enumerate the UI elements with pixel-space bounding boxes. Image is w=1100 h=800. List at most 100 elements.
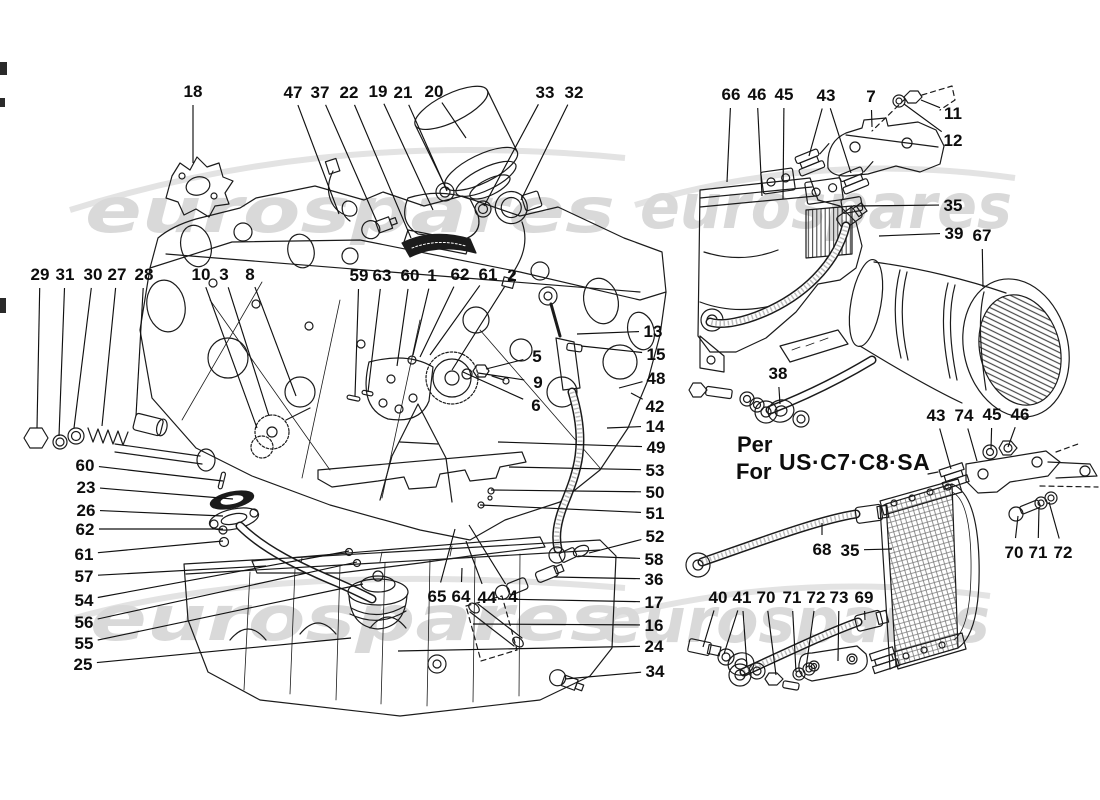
leader-line-57 bbox=[97, 565, 267, 576]
engine-lower-parts bbox=[208, 451, 590, 692]
callout-57: 57 bbox=[75, 567, 94, 586]
leader-line-49 bbox=[497, 441, 643, 448]
callout-70: 70 bbox=[757, 588, 776, 607]
leader-line-43 bbox=[829, 108, 852, 174]
leader-line-59 bbox=[354, 288, 360, 397]
callout-63: 63 bbox=[373, 266, 392, 285]
callout-68: 68 bbox=[813, 540, 832, 559]
callout-71: 71 bbox=[783, 588, 802, 607]
callout-1: 1 bbox=[427, 266, 436, 285]
oil-strainer-and-sump bbox=[183, 539, 617, 717]
leader-line-9 bbox=[477, 372, 525, 381]
air-duct-illustration bbox=[848, 258, 1070, 418]
callout-66: 66 bbox=[722, 85, 741, 104]
callout-26: 26 bbox=[77, 501, 96, 520]
leader-line-70 bbox=[1014, 515, 1019, 539]
callout-8: 8 bbox=[245, 265, 254, 284]
callout-48: 48 bbox=[647, 369, 666, 388]
leader-line-48 bbox=[618, 381, 643, 389]
leader-line-7 bbox=[870, 109, 873, 128]
leader-line-8 bbox=[254, 286, 297, 397]
watermark-swoosh bbox=[634, 165, 1016, 208]
callout-31: 31 bbox=[56, 265, 75, 284]
engine-block-illustration bbox=[23, 185, 667, 541]
leader-line-42 bbox=[630, 392, 643, 400]
callout-42: 42 bbox=[646, 397, 665, 416]
leader-line-46 bbox=[757, 107, 763, 197]
callout-34: 34 bbox=[646, 662, 665, 681]
leader-line-38 bbox=[778, 386, 781, 405]
callout-6: 6 bbox=[531, 396, 540, 415]
callout-61: 61 bbox=[479, 265, 498, 284]
watermark-swoosh bbox=[74, 575, 626, 621]
callout-52: 52 bbox=[646, 527, 665, 546]
leader-line-54 bbox=[97, 550, 350, 599]
callout-40: 40 bbox=[709, 588, 728, 607]
callout-17: 17 bbox=[645, 593, 664, 612]
leader-line-25 bbox=[96, 637, 352, 664]
leader-line-47 bbox=[297, 104, 340, 215]
callout-60: 60 bbox=[401, 266, 420, 285]
leader-line-64 bbox=[460, 567, 463, 583]
callout-15: 15 bbox=[647, 345, 666, 364]
leader-line-73 bbox=[837, 610, 840, 662]
leader-line-37 bbox=[325, 104, 378, 223]
callout-5: 5 bbox=[532, 347, 541, 366]
callout-7: 7 bbox=[866, 87, 875, 106]
callout-62: 62 bbox=[76, 520, 95, 539]
leader-line-71 bbox=[792, 610, 797, 673]
callout-21: 21 bbox=[394, 83, 413, 102]
note-line1: Per bbox=[737, 432, 773, 457]
watermark-layer: eurospares eurospares eurospares eurospa… bbox=[69, 147, 1016, 657]
leader-line-46 bbox=[1007, 427, 1016, 448]
callout-24: 24 bbox=[645, 637, 664, 656]
leader-line-14 bbox=[606, 426, 642, 429]
leader-line-33 bbox=[483, 104, 539, 207]
housing-hardware bbox=[688, 382, 810, 428]
leader-line-51 bbox=[479, 504, 642, 513]
leader-line-2 bbox=[451, 286, 505, 371]
callout-18: 18 bbox=[184, 82, 203, 101]
oil-filter-assembly-illustration bbox=[165, 85, 543, 289]
leader-line-62 bbox=[419, 286, 455, 358]
callout-12: 12 bbox=[944, 131, 963, 150]
leader-line-43 bbox=[939, 428, 952, 470]
leader-line-36 bbox=[553, 576, 641, 580]
leader-line-72 bbox=[805, 610, 815, 669]
leader-line-19 bbox=[383, 103, 434, 211]
leader-line-28 bbox=[135, 287, 144, 417]
callout-62: 62 bbox=[451, 265, 470, 284]
leader-line-71 bbox=[1037, 506, 1040, 539]
note-line2: For bbox=[736, 459, 772, 484]
callout-45: 45 bbox=[775, 85, 794, 104]
callout-32: 32 bbox=[565, 83, 584, 102]
leader-line-27 bbox=[101, 287, 117, 427]
leader-line-66 bbox=[726, 107, 731, 183]
leader-line-41 bbox=[742, 610, 748, 668]
leader-line-30 bbox=[73, 287, 92, 429]
leader-line-56 bbox=[97, 561, 358, 620]
callout-65: 65 bbox=[428, 587, 447, 606]
callout-16: 16 bbox=[645, 616, 664, 635]
callout-56: 56 bbox=[75, 613, 94, 632]
callout-25: 25 bbox=[74, 655, 93, 674]
leader-line-16 bbox=[472, 623, 641, 626]
watermark-swoosh bbox=[69, 147, 626, 213]
leader-line-35 bbox=[852, 204, 940, 207]
callout-64: 64 bbox=[452, 587, 471, 606]
leader-line-44 bbox=[465, 540, 483, 585]
leader-line-20 bbox=[441, 102, 467, 139]
leader-line-61 bbox=[97, 540, 224, 554]
callout-11: 11 bbox=[944, 104, 962, 123]
leader-line-74 bbox=[967, 428, 978, 462]
leader-line-5 bbox=[485, 358, 524, 370]
leader-line-41 bbox=[723, 610, 739, 655]
leader-line-34 bbox=[564, 671, 642, 680]
callout-43: 43 bbox=[817, 86, 836, 105]
callout-50: 50 bbox=[646, 483, 665, 502]
callout-13: 13 bbox=[644, 322, 663, 341]
callout-22: 22 bbox=[340, 83, 359, 102]
leader-line-45 bbox=[990, 427, 993, 450]
leader-line-10 bbox=[205, 287, 258, 429]
